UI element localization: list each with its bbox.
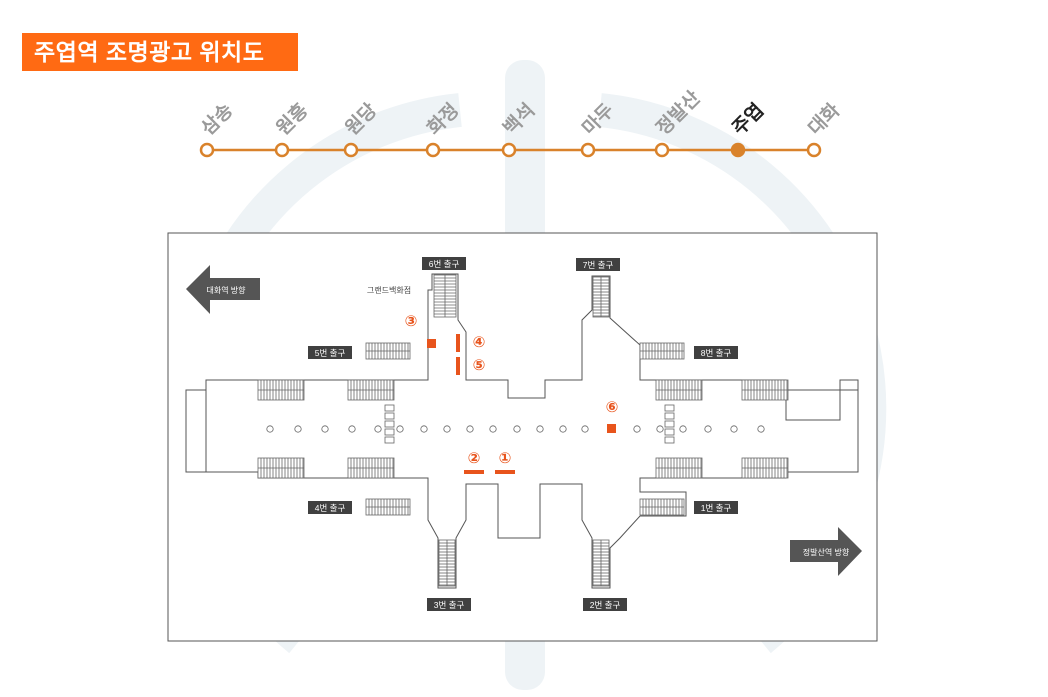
station-dot-9 (806, 142, 822, 158)
ad-number-4: ④ (473, 334, 486, 351)
exit-badge-2 (583, 598, 627, 611)
ad-marker-1 (495, 470, 515, 474)
ad-marker-5 (456, 357, 460, 375)
station-dot-7 (654, 142, 670, 158)
station-dot-4 (425, 142, 441, 158)
ad-number-6: ⑥ (606, 399, 619, 416)
exit-badge-5 (308, 346, 352, 359)
exit-badge-3 (427, 598, 471, 611)
exit-badge-1 (694, 501, 738, 514)
exit-badge-4 (308, 501, 352, 514)
ad-number-3: ③ (405, 313, 418, 330)
page-title: 주엽역 조명광고 위치도 (22, 33, 298, 71)
exit-badge-7 (576, 258, 620, 271)
exit-badge-6 (422, 257, 466, 270)
exit-label-4: 4번 출구 (315, 503, 346, 513)
station-dot-1 (199, 142, 215, 158)
exit-badge-8 (694, 346, 738, 359)
plan-frame (167, 232, 878, 642)
station-dot-8 (730, 142, 746, 158)
exit-label-5: 5번 출구 (315, 348, 346, 358)
ad-marker-4 (456, 334, 460, 352)
exit-label-2: 2번 출구 (590, 600, 621, 610)
direction-left-label: 대화역 방향 (206, 285, 246, 295)
ad-marker-2 (464, 470, 484, 474)
stairs (257, 274, 789, 587)
pillars (266, 425, 765, 433)
department-store-label: 그랜드백화점 (367, 285, 411, 295)
direction-right-arrow-icon: 정발산역 방향 (790, 527, 862, 576)
ad-marker-6 (607, 424, 616, 433)
exit-label-6: 6번 출구 (429, 259, 460, 269)
direction-left-arrow-icon: 대화역 방향 (186, 265, 260, 314)
ad-number-2: ② (468, 450, 481, 467)
exit-label-8: 8번 출구 (701, 348, 732, 358)
ad-number-5: ⑤ (473, 357, 486, 374)
station-dot-3 (343, 142, 359, 158)
exit-label-1: 1번 출구 (701, 503, 732, 513)
direction-right-label: 정발산역 방향 (803, 547, 850, 557)
ad-markers (427, 334, 616, 474)
exit-label-3: 3번 출구 (434, 600, 465, 610)
ad-marker-3 (427, 339, 436, 348)
exit-label-7: 7번 출구 (583, 260, 614, 270)
ad-number-1: ① (499, 450, 512, 467)
station-dot-2 (274, 142, 290, 158)
station-dot-6 (580, 142, 596, 158)
station-dot-5 (501, 142, 517, 158)
